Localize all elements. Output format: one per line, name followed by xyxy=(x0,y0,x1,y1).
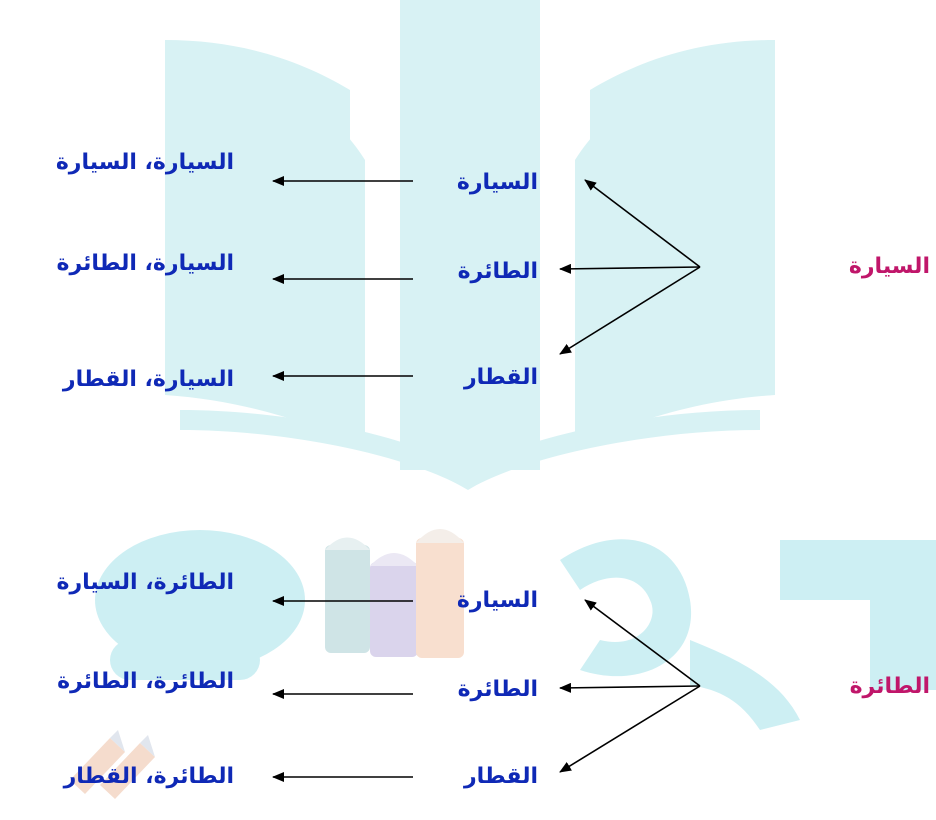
watermark-letter-3 xyxy=(560,539,692,677)
tree-2-root-label: الطائرة xyxy=(849,674,930,699)
watermark-book-spine xyxy=(400,0,540,470)
tree-1-outcome-label-1: السيارة، السيارة xyxy=(55,150,234,175)
watermark-pencil-1-tip xyxy=(110,730,125,752)
watermark-pencil-2-tip xyxy=(140,735,155,757)
watermark-book-teal-top xyxy=(325,537,370,550)
tree-2-branch-arrow-1 xyxy=(584,599,701,687)
tree-1-branch-arrow-1 xyxy=(584,179,701,268)
watermark-letter-4 xyxy=(780,540,936,690)
tree-1-arrows xyxy=(272,176,701,381)
watermark-book-orange-top xyxy=(416,529,464,543)
tree-2-branch-arrow-2 xyxy=(559,682,701,693)
tree-2-branch-label-2: الطائرة xyxy=(457,677,538,702)
watermark-books xyxy=(325,529,464,658)
tree-1-branch-arrow-2 xyxy=(559,263,701,274)
watermark-letter-2 xyxy=(110,640,260,680)
tree-1-root-label: السيارة xyxy=(848,254,930,279)
watermark-logo xyxy=(165,0,775,490)
tree-1-outcome-label-3: السيارة، القطار xyxy=(62,367,234,392)
tree-1-branch-arrow-3 xyxy=(559,266,701,355)
tree-1-branch-label-1: السيارة xyxy=(456,170,538,195)
watermark-pencils xyxy=(70,730,155,799)
tree-1-outcome-label-2: السيارة، الطائرة xyxy=(56,251,234,276)
watermark-book-orange xyxy=(416,538,464,658)
tree-2-outcome-label-3: الطائرة، القطار xyxy=(63,764,234,789)
watermark-book-purple xyxy=(370,562,418,657)
watermark-letter-5 xyxy=(690,640,800,730)
watermark-book-left-inner xyxy=(245,70,365,450)
watermark-book-teal xyxy=(325,545,370,653)
tree-2-branch-label-3: القطار xyxy=(464,764,538,789)
tree-2-branch-label-1: السيارة xyxy=(456,588,538,613)
tree-2-outcome-label-1: الطائرة، السيارة xyxy=(56,570,234,595)
tree-1-branch-label-2: الطائرة xyxy=(457,259,538,284)
watermark-wordmark xyxy=(95,530,936,730)
watermark-pencil-2 xyxy=(100,743,155,799)
watermark-book-base xyxy=(180,410,760,490)
tree-2-arrows xyxy=(272,596,701,782)
watermark-book-purple-top xyxy=(370,553,418,566)
watermark-letter-1 xyxy=(95,530,305,670)
watermark-pencil-1 xyxy=(70,738,125,794)
tree-2-outcome-label-2: الطائرة، الطائرة xyxy=(57,669,234,694)
tree-2-branch-arrow-3 xyxy=(559,685,701,773)
watermark-book-right-page xyxy=(590,40,775,440)
tree-1-branch-label-3: القطار xyxy=(464,365,538,390)
